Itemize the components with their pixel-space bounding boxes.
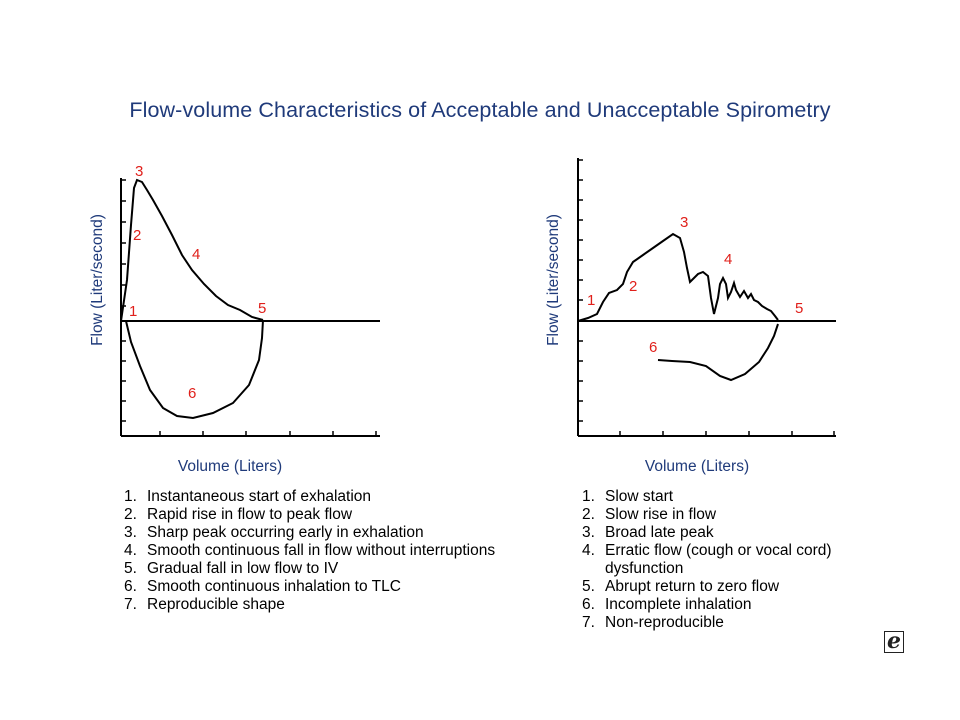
left-list-item: 6. Smooth continuous inhalation to TLC [124, 578, 495, 596]
left-panel [120, 178, 380, 437]
left-x-axis-label: Volume (Liters) [178, 458, 282, 475]
left-list-item-text: Reproducible shape [147, 596, 285, 613]
right-list-item: 1. Slow start [582, 488, 832, 506]
left-x-ticks [159, 431, 377, 436]
left-point-label-3: 3 [135, 163, 143, 180]
right-list-item-text: Abrupt return to zero flow [605, 578, 780, 595]
right-list-item-number: 7. [582, 614, 595, 631]
right-list-item-text: dysfunction [605, 560, 684, 577]
left-list-item-number: 6. [124, 578, 137, 595]
left-point-label-6: 6 [188, 385, 196, 402]
right-exhalation-curve [577, 232, 779, 322]
left-list-item-number: 4. [124, 542, 137, 559]
page-title: Flow-volume Characteristics of Acceptabl… [129, 98, 831, 122]
left-list-item-text: Sharp peak occurring early in exhalation [147, 524, 424, 541]
right-list-item-text: Slow start [605, 488, 674, 505]
right-point-label-5: 5 [795, 300, 803, 317]
right-list-item: 7. Non-reproducible [582, 614, 832, 632]
left-list-item-text: Instantaneous start of exhalation [147, 488, 372, 505]
right-list-item-number: 6. [582, 596, 595, 613]
left-list-item: 4. Smooth continuous fall in flow without… [124, 542, 495, 560]
left-list-item: 2. Rapid rise in flow to peak flow [124, 506, 495, 524]
left-list-item: 1. Instantaneous start of exhalation [124, 488, 495, 506]
right-y-axis-label: Flow (Liter/second) [545, 214, 562, 346]
right-panel [577, 158, 836, 437]
left-y-axis-label: Flow (Liter/second) [89, 214, 106, 346]
right-list-item-text: Slow rise in flow [605, 506, 717, 523]
right-list-item-number: 2. [582, 506, 595, 523]
left-point-label-4: 4 [192, 246, 200, 263]
right-list-item-number: 4. [582, 542, 595, 559]
left-list-item-text: Gradual fall in low flow to IV [147, 560, 339, 577]
left-list-item: 5. Gradual fall in low flow to IV [124, 560, 495, 578]
left-list-item-text: Smooth continuous inhalation to TLC [147, 578, 401, 595]
right-list-item: dysfunction [582, 560, 832, 578]
right-list-item: 2. Slow rise in flow [582, 506, 832, 524]
right-list-item: 6. Incomplete inhalation [582, 596, 832, 614]
right-point-label-1: 1 [587, 292, 595, 309]
left-list-item-number: 3. [124, 524, 137, 541]
left-point-label-2: 2 [133, 227, 141, 244]
right-list-item-number: 3. [582, 524, 595, 541]
left-characteristics-list: 1. Instantaneous start of exhalation 2. Rap… [124, 488, 495, 614]
left-list-item-number: 1. [124, 488, 137, 505]
left-list-item: 7. Reproducible shape [124, 596, 495, 614]
left-inhalation-curve [125, 319, 264, 420]
right-list-item-text: Incomplete inhalation [605, 596, 752, 613]
left-list-item-number: 7. [124, 596, 137, 613]
left-point-label-1: 1 [129, 303, 137, 320]
right-inhalation-curve [657, 323, 779, 382]
right-list-item-number: 5. [582, 578, 595, 595]
right-x-ticks [619, 431, 835, 436]
right-point-label-4: 4 [724, 251, 732, 268]
right-list-item: 4. Erratic flow (cough or vocal cord) [582, 542, 832, 560]
right-list-item-text: Erratic flow (cough or vocal cord) [605, 542, 832, 559]
right-point-label-6: 6 [649, 339, 657, 356]
logo-glyph: e [887, 628, 901, 654]
right-list-item-text: Broad late peak [605, 524, 714, 541]
left-list-item-text: Rapid rise in flow to peak flow [147, 506, 353, 523]
left-list-item-number: 5. [124, 560, 137, 577]
right-y-ticks [578, 159, 583, 422]
left-list-item-text: Smooth continuous fall in flow without i… [147, 542, 496, 559]
right-list-item-text: Non-reproducible [605, 614, 724, 631]
left-list-item-number: 2. [124, 506, 137, 523]
left-exhalation-curve [120, 178, 264, 322]
left-point-label-5: 5 [258, 300, 266, 317]
right-point-label-2: 2 [629, 278, 637, 295]
right-list-item: 5. Abrupt return to zero flow [582, 578, 832, 596]
right-point-label-3: 3 [680, 214, 688, 231]
right-characteristics-list: 1. Slow start 2. Slow rise in flow 3. Broad l… [582, 488, 832, 632]
right-list-item: 3. Broad late peak [582, 524, 832, 542]
right-list-item-number [582, 560, 605, 578]
right-x-axis-label: Volume (Liters) [645, 458, 749, 475]
left-list-item: 3. Sharp peak occurring early in exhalati… [124, 524, 495, 542]
publisher-logo: e [884, 628, 904, 654]
right-list-item-number: 1. [582, 488, 595, 505]
